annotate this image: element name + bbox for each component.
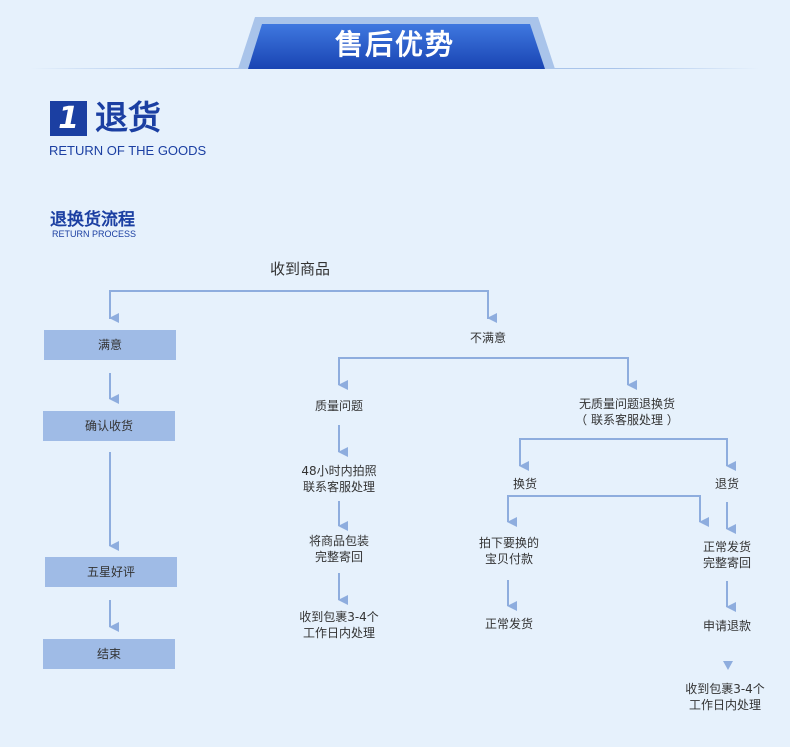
node-exchange-ship: 正常发货: [484, 617, 533, 631]
section-subtitle: RETURN OF THE GOODS: [49, 143, 207, 158]
node-exchange-step1-line2: 宝贝付款: [484, 552, 533, 566]
connector-non-quality-split: [519, 438, 728, 466]
node-exchange: 换货: [512, 477, 537, 491]
node-refund-apply: 申请退款: [702, 619, 751, 633]
banner-title: 售后优势: [334, 28, 455, 61]
node-quality-step1: 48小时内拍照 联系客服处理: [279, 463, 399, 495]
node-quality-step1-line2: 联系客服处理: [302, 480, 375, 494]
node-quality-step3: 收到包裹3-4个 工作日内处理: [274, 609, 404, 641]
node-received: 收到商品: [269, 260, 330, 278]
process-subtitle: RETURN PROCESS: [52, 229, 137, 239]
node-non-quality: 无质量问题退换货 （ 联系客服处理 ）: [562, 396, 692, 428]
node-satisfied: 满意: [44, 330, 176, 360]
node-five-star-review: 五星好评: [45, 557, 177, 587]
node-refund-step3-line1: 收到包裹3-4个: [685, 682, 765, 696]
node-quality-step2-line2: 完整寄回: [314, 550, 363, 564]
connector-unsatisfied-split: [338, 357, 629, 385]
node-refund-step3: 收到包裹3-4个 工作日内处理: [660, 681, 790, 713]
node-refund: 退货: [714, 477, 739, 491]
node-non-quality-line1: 无质量问题退换货: [578, 397, 675, 411]
node-refund-step1: 正常发货 完整寄回: [677, 539, 777, 571]
node-quality-step1-line1: 48小时内拍照: [301, 464, 377, 478]
banner-tab: [238, 17, 555, 69]
node-quality-step2: 将商品包装 完整寄回: [279, 533, 399, 565]
node-quality-step3-line2: 工作日内处理: [302, 626, 375, 640]
process-title: 退换货流程: [50, 210, 135, 230]
node-exchange-step1-line1: 拍下要换的: [478, 536, 539, 550]
node-refund-step1-line2: 完整寄回: [702, 556, 751, 570]
node-refund-step1-line1: 正常发货: [702, 540, 751, 554]
node-quality-step3-line1: 收到包裹3-4个: [299, 610, 379, 624]
node-exchange-step1: 拍下要换的 宝贝付款: [459, 535, 559, 567]
node-non-quality-line2: （ 联系客服处理 ）: [575, 413, 679, 427]
node-refund-step3-line2: 工作日内处理: [688, 698, 761, 712]
node-unsatisfied: 不满意: [469, 331, 506, 345]
section-number-badge: 1: [50, 101, 87, 136]
node-end: 结束: [43, 639, 175, 669]
arrow-refund-step3: [723, 661, 733, 670]
node-confirm-receipt: 确认收货: [43, 411, 175, 441]
node-quality-step2-line1: 将商品包装: [308, 534, 369, 548]
section-title: 退货: [95, 98, 161, 137]
connector-exchange-split: [507, 495, 701, 522]
connector-root-split: [109, 290, 489, 319]
node-quality-issue: 质量问题: [314, 399, 363, 413]
